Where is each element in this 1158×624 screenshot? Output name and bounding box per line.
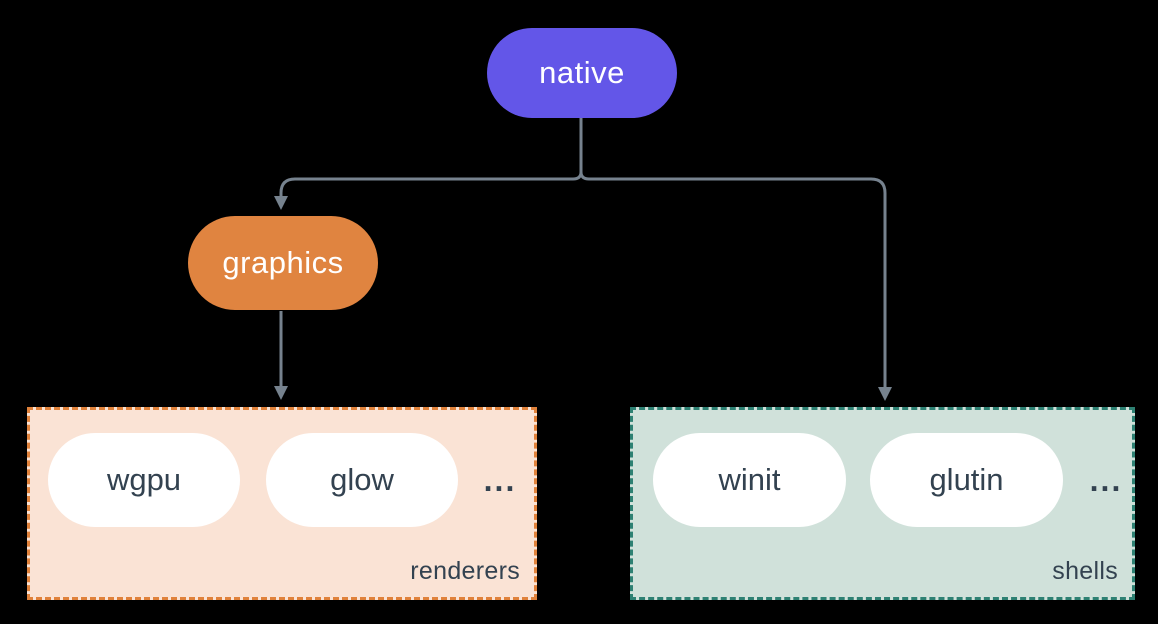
edge-native-to-shells	[579, 118, 887, 388]
renderers-group-label: renderers	[410, 557, 520, 585]
edge-native-to-graphics	[279, 118, 583, 197]
arrowhead-shells-icon	[878, 387, 892, 401]
renderers-ellipsis: ...	[483, 461, 517, 498]
node-native: native	[487, 28, 677, 118]
node-graphics: graphics	[188, 216, 378, 310]
shells-ellipsis: ...	[1089, 461, 1123, 498]
node-winit: winit	[653, 433, 846, 527]
node-graphics-label: graphics	[222, 245, 344, 280]
node-glow-label: glow	[330, 462, 394, 497]
arrowhead-graphics-icon	[274, 196, 288, 210]
shells-group-label: shells	[1052, 557, 1118, 585]
node-winit-label: winit	[718, 462, 781, 497]
arrowhead-renderers-icon	[274, 386, 288, 400]
group-shells: winit glutin ... shells	[630, 407, 1135, 600]
node-glutin-label: glutin	[929, 462, 1004, 497]
node-native-label: native	[539, 55, 625, 90]
node-wgpu-label: wgpu	[106, 462, 182, 497]
node-glutin: glutin	[870, 433, 1063, 527]
node-wgpu: wgpu	[48, 433, 240, 527]
group-renderers: wgpu glow ... renderers	[27, 407, 537, 600]
node-glow: glow	[266, 433, 458, 527]
